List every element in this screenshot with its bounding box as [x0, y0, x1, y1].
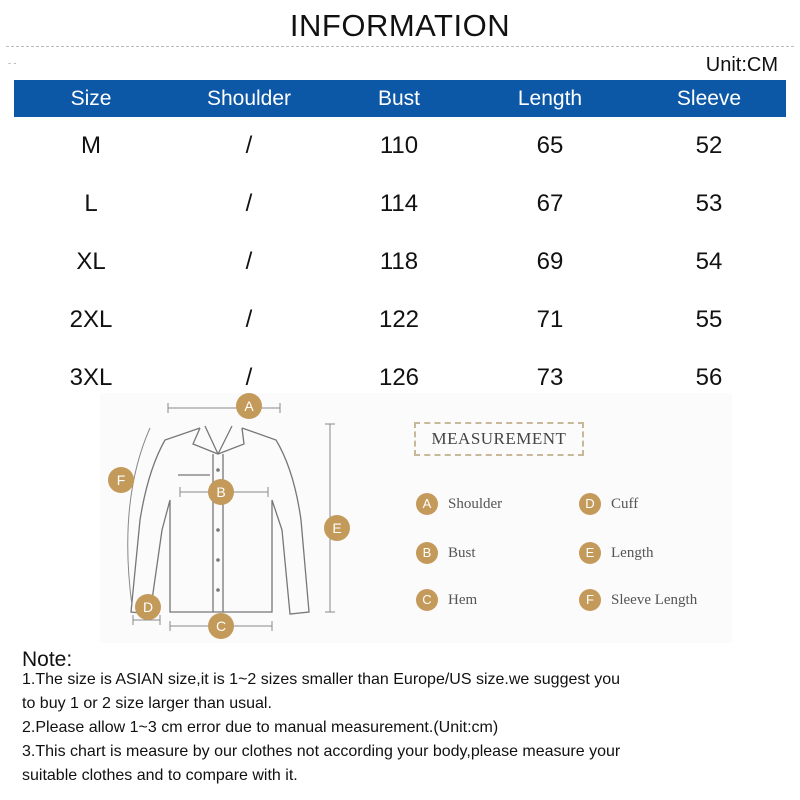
- table-header-row: Size Shoulder Bust Length Sleeve: [14, 80, 786, 117]
- cell-length: 67: [536, 190, 564, 217]
- header-length: Length: [468, 80, 632, 117]
- cell-bust: 126: [378, 364, 420, 391]
- legend-badge: C: [416, 589, 438, 611]
- note-line: suitable clothes and to compare with it.: [22, 767, 298, 784]
- marker-e: E: [324, 515, 350, 541]
- legend-badge: E: [579, 542, 601, 564]
- measurement-title: MEASUREMENT: [414, 422, 584, 456]
- marker-f: F: [108, 467, 134, 493]
- cell-size: L: [84, 190, 98, 217]
- legend-item-cuff: D Cuff: [579, 493, 638, 515]
- legend-label: Shoulder: [448, 495, 503, 512]
- cell-bust: 118: [379, 248, 419, 275]
- cell-sleeve: 52: [695, 132, 723, 159]
- unit-label: Unit:CM: [705, 54, 778, 76]
- table-row: M / 110 65 52: [14, 117, 786, 175]
- note-line: 3.This chart is measure by our clothes n…: [22, 743, 621, 760]
- table-row: L / 114 67 53: [14, 175, 786, 233]
- legend-badge: F: [579, 589, 601, 611]
- cell-shoulder: /: [245, 306, 253, 333]
- cell-shoulder: /: [245, 132, 253, 159]
- cell-size: XL: [76, 248, 106, 275]
- page-title: INFORMATION: [289, 8, 511, 43]
- cell-sleeve: 56: [695, 364, 723, 391]
- cell-size: 2XL: [69, 306, 113, 333]
- header-sleeve: Sleeve: [632, 80, 786, 117]
- cell-bust: 110: [379, 132, 419, 159]
- cell-sleeve: 53: [695, 190, 723, 217]
- cell-sleeve: 55: [695, 306, 723, 333]
- table-row: 2XL / 122 71 55: [14, 291, 786, 349]
- marker-a: A: [236, 393, 262, 419]
- marker-b: B: [208, 479, 234, 505]
- cell-size: 3XL: [69, 364, 113, 391]
- cell-shoulder: /: [245, 364, 253, 391]
- note-line: to buy 1 or 2 size larger than usual.: [22, 695, 272, 712]
- note-line: 1.The size is ASIAN size,it is 1~2 sizes…: [22, 671, 621, 688]
- cell-length: 71: [536, 306, 564, 333]
- divider-tick: - -: [8, 58, 17, 68]
- marker-d: D: [135, 594, 161, 620]
- cell-shoulder: /: [245, 190, 253, 217]
- marker-c: C: [208, 613, 234, 639]
- legend-badge: B: [416, 542, 438, 564]
- cell-sleeve: 54: [695, 248, 723, 275]
- table-row: 3XL / 126 73 56: [14, 349, 786, 407]
- note-line: 2.Please allow 1~3 cm error due to manua…: [22, 719, 499, 736]
- cell-shoulder: /: [245, 248, 253, 275]
- legend-label: Bust: [448, 544, 476, 561]
- legend-badge: D: [579, 493, 601, 515]
- legend-label: Length: [611, 544, 654, 561]
- cell-length: 65: [536, 132, 564, 159]
- legend-label: Cuff: [611, 495, 639, 512]
- table-row: XL / 118 69 54: [14, 233, 786, 291]
- cell-bust: 122: [378, 306, 420, 333]
- note-title: Note:: [22, 648, 73, 671]
- size-table: Size Shoulder Bust Length Sleeve M / 110…: [14, 80, 786, 407]
- legend-item-bust: B Bust: [416, 542, 476, 564]
- cell-length: 73: [536, 364, 564, 391]
- legend-item-hem: C Hem: [416, 589, 477, 611]
- title-divider: [6, 46, 794, 47]
- legend-item-sleeve-length: F Sleeve Length: [579, 589, 697, 611]
- cell-length: 69: [536, 248, 564, 275]
- header-size: Size: [14, 80, 168, 117]
- legend-badge: A: [416, 493, 438, 515]
- legend-label: Sleeve Length: [611, 591, 698, 608]
- header-shoulder: Shoulder: [168, 80, 330, 117]
- header-bust: Bust: [330, 80, 468, 117]
- legend-label: Hem: [448, 591, 478, 608]
- cell-size: M: [81, 132, 101, 159]
- cell-bust: 114: [379, 190, 419, 217]
- legend-item-shoulder: A Shoulder: [416, 493, 502, 515]
- legend-item-length: E Length: [579, 542, 654, 564]
